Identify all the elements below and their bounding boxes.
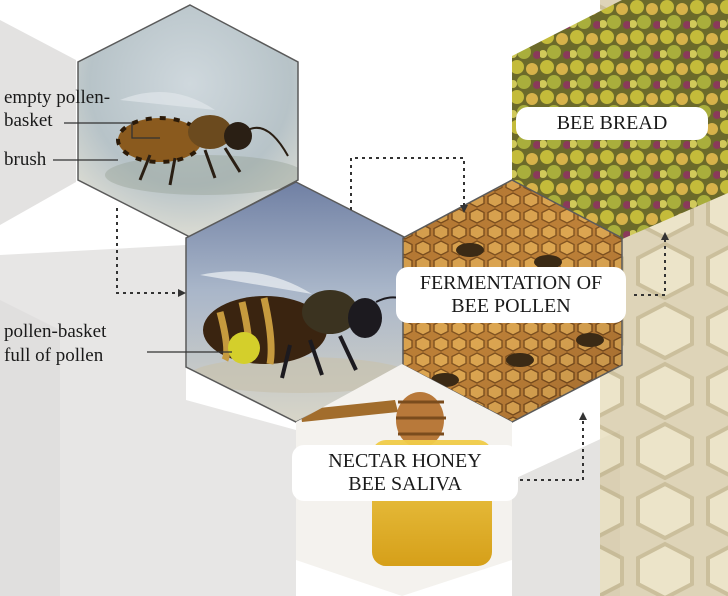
empty-pollen-basket-label: empty pollen- basket — [4, 86, 110, 132]
bee-bread-stage: BEE BREAD — [516, 107, 708, 140]
brush-label: brush — [4, 148, 46, 172]
pollen-basket-full-label: pollen-basket full of pollen — [4, 320, 106, 368]
nectar-stage: NECTAR HONEY BEE SALIVA — [292, 445, 518, 501]
fermentation-stage: FERMENTATION OF BEE POLLEN — [396, 267, 626, 323]
